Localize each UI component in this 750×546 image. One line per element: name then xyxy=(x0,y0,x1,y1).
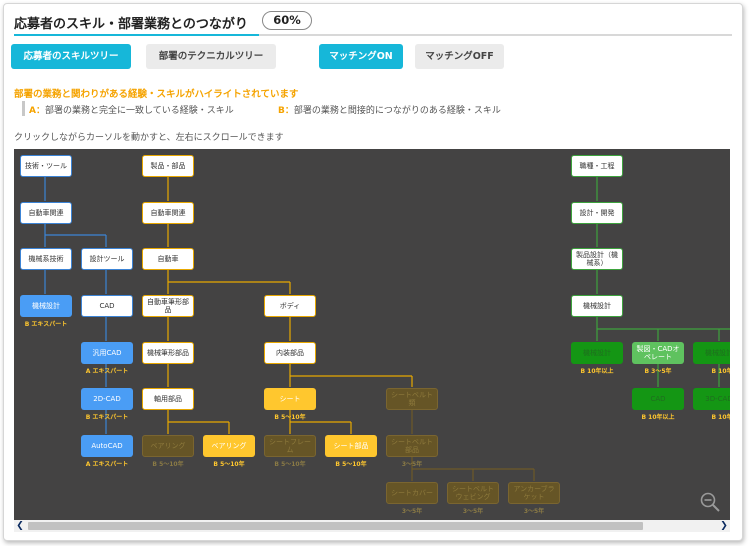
skill-badge: B 10年以上 xyxy=(580,368,614,375)
tree-node[interactable]: 製品設計（機 械系） xyxy=(571,248,623,270)
tree-node[interactable]: ベアリング xyxy=(203,435,255,457)
skill-badge: A エキスパート xyxy=(85,461,129,468)
tree-node[interactable]: 機械系技術 xyxy=(20,248,72,270)
zoom-out-icon[interactable] xyxy=(699,491,721,513)
legend-a-text: 部署の業務と完全に一致している経験・スキル xyxy=(44,106,234,116)
tree-node[interactable]: 機械筆形部品 xyxy=(142,342,194,364)
skill-badge: B エキスパート xyxy=(85,414,129,421)
match-percent-badge: 60% xyxy=(262,11,312,30)
skill-badge: 3～5年 xyxy=(401,461,423,468)
skill-badge: B 10年以上 xyxy=(711,368,730,375)
skill-badge: A エキスパート xyxy=(85,368,129,375)
tree-node[interactable]: CAD xyxy=(81,295,133,317)
tree-node[interactable]: 設計ツール xyxy=(81,248,133,270)
tree-node[interactable]: シートフレーム xyxy=(264,435,316,457)
skill-badge: B 5～10年 xyxy=(274,461,306,468)
tree-node[interactable]: AutoCAD xyxy=(81,435,133,457)
tree-node[interactable]: 職種・工程 xyxy=(571,155,623,177)
scroll-hint: クリックしながらカーソルを動かすと、左右にスクロールできます xyxy=(14,133,284,143)
tree-node[interactable]: 設計・開発 xyxy=(571,202,623,224)
legend-bar xyxy=(22,101,25,116)
skill-badge: B 10年以上 xyxy=(641,414,675,421)
tree-node[interactable]: 自動車 xyxy=(142,248,194,270)
page-title: 応募者のスキル・部署業務とのつながり xyxy=(14,17,248,32)
tree-node[interactable]: CAD xyxy=(632,388,684,410)
skill-badge: 3～5年 xyxy=(401,508,423,515)
horizontal-scrollbar[interactable]: ❮ ❯ xyxy=(14,520,730,532)
title-divider xyxy=(14,34,732,36)
skill-badge: 3～5年 xyxy=(523,508,545,515)
skill-badge: B 5～10年 xyxy=(274,414,306,421)
tree-node[interactable]: 製品・部品 xyxy=(142,155,194,177)
tree-node[interactable]: シート xyxy=(264,388,316,410)
tree-node[interactable]: 自動車筆形部 品 xyxy=(142,295,194,317)
tree-node[interactable]: シートベルト 類 xyxy=(386,388,438,410)
tree-node[interactable]: 3D-CAD xyxy=(693,388,730,410)
matching-on-button[interactable]: マッチングON xyxy=(319,44,403,69)
legend-a-key: A： xyxy=(29,106,45,116)
tree-node[interactable]: ベアリング xyxy=(142,435,194,457)
tree-node[interactable]: アンカーブラ ケット xyxy=(508,482,560,504)
tree-node[interactable]: 2D-CAD xyxy=(81,388,133,410)
tree-node[interactable]: 軸用部品 xyxy=(142,388,194,410)
tree-connectors xyxy=(44,177,730,481)
legend-b-text: 部署の業務と間接的につながりのある経験・スキル xyxy=(293,106,501,116)
skill-badge: B 3～5年 xyxy=(644,368,672,375)
tree-node[interactable]: 汎用CAD xyxy=(81,342,133,364)
tree-node[interactable]: 技術・ツール xyxy=(20,155,72,177)
tree-node[interactable]: 自動車関連 xyxy=(142,202,194,224)
tree-node[interactable]: 内装部品 xyxy=(264,342,316,364)
tree-node[interactable]: 機械設計 xyxy=(20,295,72,317)
chevron-right-icon[interactable]: ❯ xyxy=(720,521,728,531)
chevron-left-icon[interactable]: ❮ xyxy=(16,521,24,531)
tab-applicant-skill-tree[interactable]: 応募者のスキルツリー xyxy=(11,44,131,69)
skill-badge: B 5～10年 xyxy=(213,461,245,468)
tree-node[interactable]: 製図・CADオ ペレート xyxy=(632,342,684,364)
legend-b-key: B： xyxy=(278,106,294,116)
tree-node[interactable]: シート部品 xyxy=(325,435,377,457)
highlight-title: 部署の業務と関わりがある経験・スキルがハイライトされています xyxy=(14,89,299,100)
legend-b: B：部署の業務と間接的につながりのある経験・スキル xyxy=(278,103,501,116)
tree-node[interactable]: 機械設計 xyxy=(693,342,730,364)
tree-node[interactable]: シートベルト 部品 xyxy=(386,435,438,457)
scroll-thumb[interactable] xyxy=(28,522,643,530)
legend-a: A：部署の業務と完全に一致している経験・スキル xyxy=(29,103,234,116)
skill-badge: B 10年以上 xyxy=(711,414,730,421)
tree-node[interactable]: シートベルト ウェビング xyxy=(447,482,499,504)
skill-badge: B 5～10年 xyxy=(335,461,367,468)
skill-badge: B 5～10年 xyxy=(152,461,184,468)
skill-badge: B エキスパート xyxy=(24,321,68,328)
tab-department-technical-tree[interactable]: 部署のテクニカルツリー xyxy=(146,44,276,69)
tree-canvas[interactable]: 技術・ツール 自動車関連 機械系技術 設計ツール 機械設計 B エキスパート C… xyxy=(14,149,730,520)
tree-node[interactable]: 機械設計 xyxy=(571,342,623,364)
skill-badge: 3～5年 xyxy=(462,508,484,515)
matching-off-button[interactable]: マッチングOFF xyxy=(415,44,504,69)
skill-tree-panel: 応募者のスキル・部署業務とのつながり 60% 応募者のスキルツリー 部署のテクニ… xyxy=(3,3,743,541)
tree-node[interactable]: ボディ xyxy=(264,295,316,317)
tree-node[interactable]: 機械設計 xyxy=(571,295,623,317)
tree-node[interactable]: 自動車関連 xyxy=(20,202,72,224)
tree-node[interactable]: シートカバー xyxy=(386,482,438,504)
